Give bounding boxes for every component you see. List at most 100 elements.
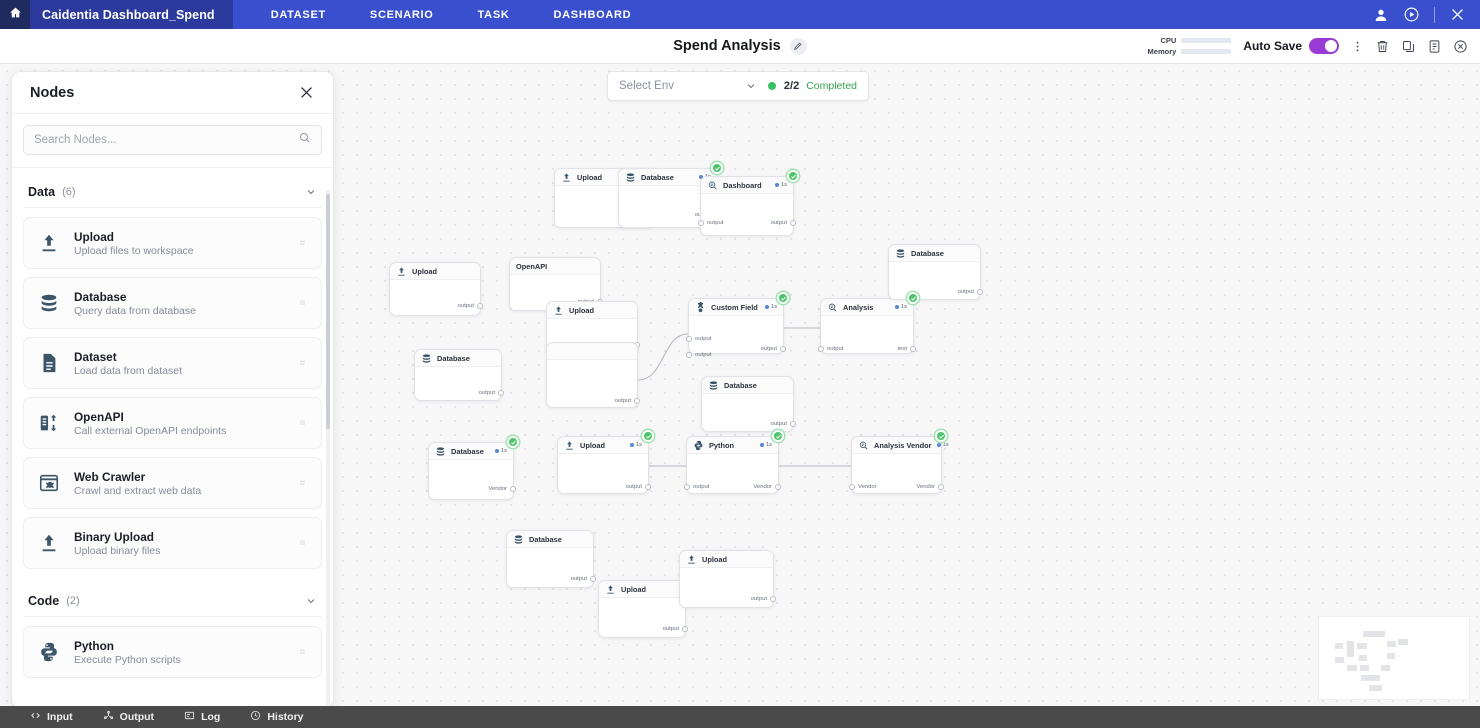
canvas-node[interactable]: Upload output (389, 262, 483, 316)
node-output-port[interactable]: output (771, 421, 796, 427)
node-title: Upload (580, 440, 606, 450)
auto-save-control[interactable]: Auto Save (1243, 38, 1339, 54)
nav-item-scenario[interactable]: SCENARIO (369, 8, 434, 21)
bottom-tab-input[interactable]: Input (30, 708, 73, 726)
drag-handle-icon[interactable] (297, 238, 308, 249)
node-group-header[interactable]: Data(6) (23, 168, 322, 208)
trash-icon[interactable] (1375, 39, 1390, 54)
node-output-port[interactable]: output (663, 626, 688, 632)
drag-handle-icon[interactable] (297, 538, 308, 549)
save-file-icon[interactable] (1427, 39, 1442, 54)
user-icon[interactable] (1373, 7, 1389, 23)
node-output-port[interactable]: output (751, 596, 776, 602)
auto-save-toggle[interactable] (1309, 38, 1339, 54)
node-body: output (889, 262, 983, 299)
node-output-port[interactable]: output (458, 303, 483, 309)
drag-handle-icon[interactable] (297, 647, 308, 658)
node-body: output (547, 360, 640, 407)
node-group-header[interactable]: Code(2) (23, 577, 322, 617)
search-box[interactable] (23, 125, 322, 155)
node-output-port[interactable]: Vendor (488, 486, 516, 492)
home-button[interactable] (0, 0, 30, 29)
drag-handle-icon[interactable] (297, 298, 308, 309)
node-header: Database (702, 377, 793, 394)
node-output-port[interactable]: test (898, 346, 916, 352)
node-input-port[interactable]: output (684, 484, 709, 490)
node-input-port[interactable]: output (686, 352, 711, 358)
pencil-icon[interactable] (789, 37, 807, 55)
bottom-tab-history[interactable]: History (250, 708, 304, 726)
search-input[interactable] (34, 134, 298, 146)
workflow-canvas[interactable]: Select Env 2/2 Completed UploadDatabase1… (0, 64, 1480, 728)
nav-item-task[interactable]: TASK (477, 8, 510, 21)
node-output-port[interactable]: output (626, 484, 651, 490)
node-output-port[interactable]: Vendor (916, 484, 944, 490)
bottom-tab-log[interactable]: Log (184, 708, 220, 726)
bottom-tab-output[interactable]: Output (103, 708, 154, 726)
node-header (547, 343, 637, 360)
node-body: output (599, 598, 688, 637)
node-title: Upload (577, 172, 603, 182)
copy-icon[interactable] (1401, 39, 1416, 54)
nav-item-dashboard[interactable]: DASHBOARD (553, 8, 632, 21)
more-vertical-icon[interactable] (1351, 40, 1364, 53)
node-output-port[interactable]: output (761, 346, 786, 352)
node-body: output (558, 454, 651, 493)
node-runtime: 1s (759, 442, 772, 448)
node-input-port[interactable]: output (818, 346, 843, 352)
node-list-item-description: Load data from dataset (74, 364, 182, 377)
drag-handle-icon[interactable] (297, 358, 308, 369)
node-list-item-description: Execute Python scripts (74, 653, 181, 666)
node-output-port[interactable]: output (615, 398, 640, 404)
canvas-minimap[interactable] (1318, 616, 1470, 700)
node-output-port[interactable]: output (771, 220, 796, 226)
canvas-node[interactable]: output (546, 342, 640, 408)
drag-handle-icon[interactable] (297, 478, 308, 489)
chevron-down-icon[interactable] (305, 595, 317, 607)
env-select-placeholder[interactable]: Select Env (619, 80, 674, 92)
chevron-down-icon[interactable] (305, 186, 317, 198)
node-output-port[interactable]: Vendor (753, 484, 781, 490)
node-output-port[interactable]: output (958, 289, 983, 295)
node-output-port[interactable]: output (571, 576, 596, 582)
nav-right-actions (1373, 6, 1480, 23)
node-output-port[interactable]: output (479, 390, 504, 396)
node-input-port[interactable]: Vendor (849, 484, 877, 490)
env-selector-bar[interactable]: Select Env 2/2 Completed (607, 71, 869, 101)
canvas-node[interactable]: Database output (701, 376, 796, 432)
drag-handle-icon[interactable] (297, 418, 308, 429)
close-icon[interactable] (1449, 6, 1466, 23)
openapi-icon (37, 411, 61, 435)
panel-scrollbar-track[interactable] (326, 190, 330, 707)
node-input-port[interactable]: output (686, 336, 711, 342)
play-circle-icon[interactable] (1403, 6, 1420, 23)
chevron-down-icon[interactable] (745, 80, 757, 92)
panel-scrollbar-thumb[interactable] (326, 194, 330, 429)
nav-item-dataset[interactable]: DATASET (270, 8, 326, 21)
close-icon[interactable] (298, 84, 315, 101)
node-header: Upload (390, 263, 480, 280)
node-input-port[interactable]: output (698, 220, 723, 226)
search-icon[interactable] (298, 131, 311, 149)
cancel-circle-icon[interactable] (1453, 39, 1468, 54)
